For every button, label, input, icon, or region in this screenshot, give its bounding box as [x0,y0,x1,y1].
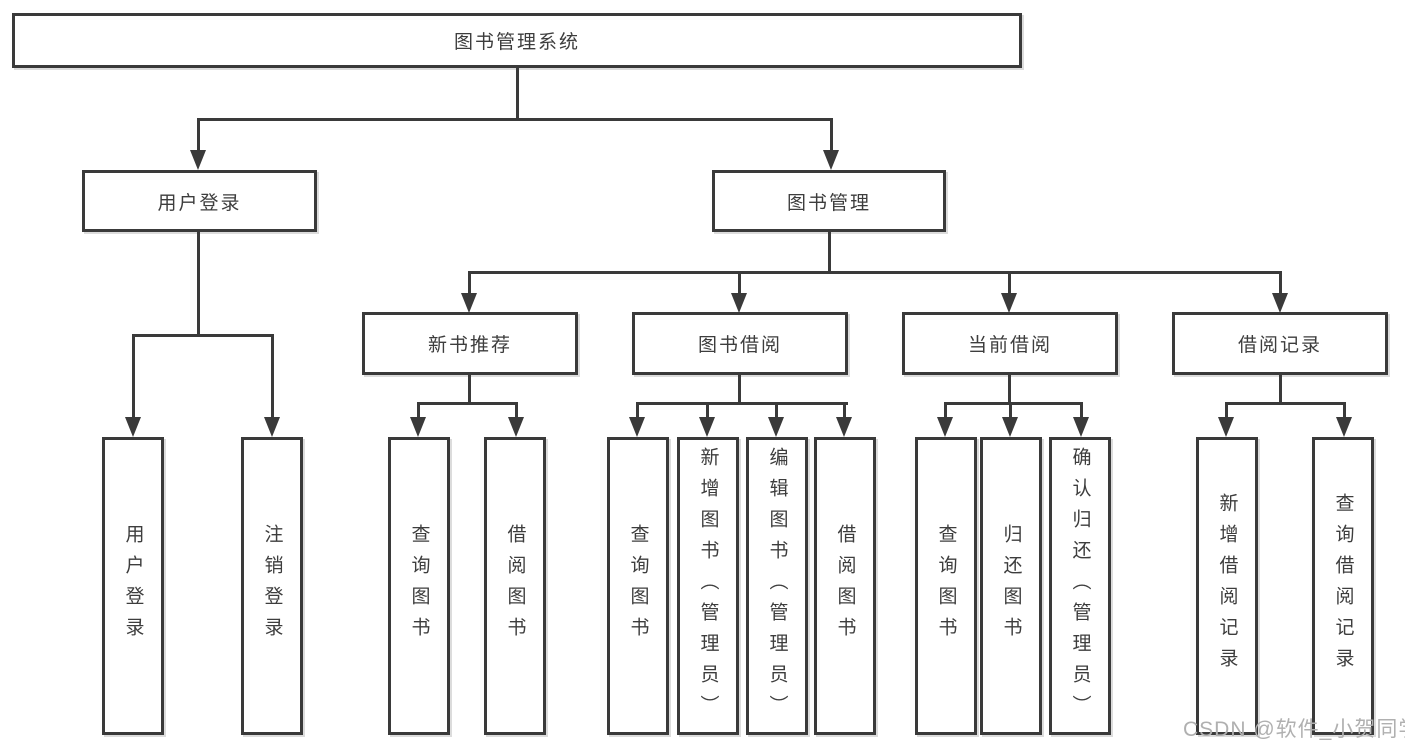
leaf-current-return-books-label: 归还图书 [1000,524,1022,648]
connector-stem-leaf-logout [271,334,274,419]
leaf-logout-label: 注销登录 [261,524,283,648]
connector-stem-records [1279,271,1282,295]
leaf-records-query-record-label: 查询借阅记录 [1332,493,1354,679]
node-user-login-label: 用户登录 [157,192,242,214]
arrowhead-leaf [410,417,426,437]
leaf-borrow-add-books-admin: 新增图书（管理员） [677,437,739,735]
connector-stem [706,402,709,419]
node-book-borrow-label: 图书借阅 [697,335,782,356]
arrowhead-leaf [1218,417,1234,437]
leaf-borrow-edit-books-admin: 编辑图书（管理员） [746,437,808,735]
connector-stem [1225,402,1228,419]
arrowhead-to-login [190,150,206,170]
connector-stem [1080,402,1083,419]
node-book-management-label: 图书管理 [786,192,871,214]
leaf-borrow-edit-books-admin-label: 编辑图书（管理员） [766,446,788,726]
arrowhead-leaf [937,417,953,437]
node-root-label: 图书管理系统 [453,32,580,53]
arrowhead-leaf [699,417,715,437]
connector-stem-login [197,118,200,152]
leaf-current-query-books-label: 查询图书 [935,524,957,648]
connector-stem-leaf-login [132,334,135,419]
node-current-borrow: 当前借阅 [902,312,1118,375]
leaf-records-add-record: 新增借阅记录 [1196,437,1258,735]
leaf-newbook-query-books: 查询图书 [388,437,450,735]
connector-stem [775,402,778,419]
arrowhead-leaf [1336,417,1352,437]
arrowhead-leaf [768,417,784,437]
leaf-borrow-borrow-books-label: 借阅图书 [834,524,856,648]
arrowhead-leaf [1002,417,1018,437]
node-root: 图书管理系统 [12,13,1022,68]
connector-login-hbar [132,334,274,337]
leaf-current-confirm-return-admin-label: 确认归还（管理员） [1069,446,1091,726]
connector-records-hbar [1225,402,1346,405]
connector-stem [515,402,518,419]
leaf-borrow-query-books: 查询图书 [607,437,669,735]
leaf-user-login-label: 用户登录 [122,524,144,648]
connector-stem [417,402,420,419]
node-book-borrow: 图书借阅 [632,312,848,375]
connector-records-vertical [1279,375,1282,405]
leaf-current-confirm-return-admin: 确认归还（管理员） [1049,437,1111,735]
node-new-book-recommend: 新书推荐 [362,312,578,375]
leaf-current-return-books: 归还图书 [980,437,1042,735]
connector-newbook-hbar [417,402,518,405]
connector-current-vertical [1008,375,1011,405]
leaf-records-query-record: 查询借阅记录 [1312,437,1374,735]
arrowhead-leaf [836,417,852,437]
arrowhead-to-manage [823,150,839,170]
node-borrow-records: 借阅记录 [1172,312,1388,375]
leaf-records-add-record-label: 新增借阅记录 [1216,493,1238,679]
leaf-user-login: 用户登录 [102,437,164,735]
connector-stem-manage [830,118,833,152]
leaf-newbook-query-books-label: 查询图书 [408,524,430,648]
arrowhead-current [1001,293,1017,313]
connector-stem [1343,402,1346,419]
arrowhead-leaf [1073,417,1089,437]
arrowhead-leaf-logout [264,417,280,437]
arrowhead-records [1272,293,1288,313]
node-borrow-records-label: 借阅记录 [1237,335,1322,356]
leaf-logout: 注销登录 [241,437,303,735]
leaf-newbook-borrow-books: 借阅图书 [484,437,546,735]
arrowhead-leaf-login [125,417,141,437]
leaf-current-query-books: 查询图书 [915,437,977,735]
node-user-login: 用户登录 [82,170,317,232]
connector-manage-vertical [828,232,831,273]
connector-root-vertical [516,66,519,120]
arrowhead-newbook [461,293,477,313]
connector-stem [843,402,846,419]
connector-level3-hbar [468,271,1282,274]
csdn-watermark: CSDN @软件_小贺同学 [1183,718,1405,741]
node-current-borrow-label: 当前借阅 [967,335,1052,356]
connector-newbook-vertical [468,375,471,405]
arrowhead-borrow [731,293,747,313]
connector-borrow-vertical [738,375,741,405]
connector-stem [1009,402,1012,419]
connector-stem-newbook [468,271,471,295]
leaf-borrow-borrow-books: 借阅图书 [814,437,876,735]
leaf-newbook-borrow-books-label: 借阅图书 [504,524,526,648]
node-new-book-recommend-label: 新书推荐 [427,335,512,356]
node-book-management: 图书管理 [712,170,946,232]
arrowhead-leaf [629,417,645,437]
arrowhead-leaf [508,417,524,437]
connector-stem-current [1008,271,1011,295]
connector-stem-borrow [738,271,741,295]
connector-borrow-hbar [636,402,848,405]
connector-stem [636,402,639,419]
connector-stem [944,402,947,419]
leaf-borrow-query-books-label: 查询图书 [627,524,649,648]
connector-level2-hbar [197,118,833,121]
leaf-borrow-add-books-admin-label: 新增图书（管理员） [697,446,719,726]
connector-current-hbar [944,402,1083,405]
connector-login-vertical [197,232,200,336]
